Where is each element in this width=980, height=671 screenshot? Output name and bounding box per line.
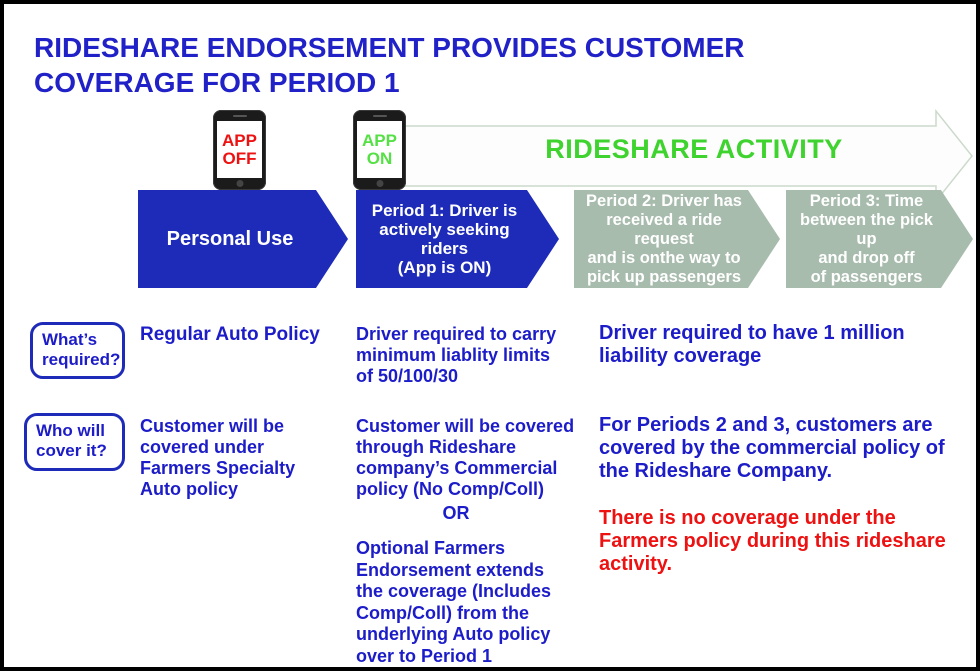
- stage-personal-use: Personal Use: [138, 190, 348, 288]
- stage-label: Period 1: Driver is actively seeking rid…: [371, 201, 518, 277]
- stage-label: Personal Use: [166, 227, 294, 250]
- stage-period-1: Period 1: Driver is actively seeking rid…: [356, 190, 559, 288]
- phone-speaker-icon: [372, 115, 387, 117]
- stage-label: Period 2: Driver has received a ride req…: [586, 191, 742, 286]
- stage-period-3: Period 3: Time between the pick up and d…: [786, 190, 973, 288]
- phone-home-button-icon: [376, 180, 383, 187]
- rideshare-activity-label: RIDESHARE ACTIVITY: [545, 134, 843, 164]
- or-separator: OR: [442, 503, 470, 523]
- cover-period-1-option-b-text: Optional Farmers Endorsement extends the…: [356, 538, 552, 666]
- phone-speaker-icon: [232, 115, 247, 117]
- required-period-1-text: Driver required to carry minimum liablit…: [356, 324, 557, 386]
- cover-periods-2-3-text: For Periods 2 and 3, customers are cover…: [599, 414, 945, 482]
- rideshare-activity-arrow: [361, 108, 973, 204]
- page-title: RIDESHARE ENDORSEMENT PROVIDES CUSTOMER …: [34, 32, 745, 98]
- required-periods-2-3-text: Driver required to have 1 million liabil…: [599, 322, 905, 367]
- row-label-text: What’s required?: [42, 330, 121, 369]
- row-label-text: Who will cover it?: [36, 421, 107, 460]
- stage-period-2: Period 2: Driver has received a ride req…: [574, 190, 780, 288]
- app-on-label: APP ON: [362, 130, 397, 168]
- phone-home-button-icon: [236, 180, 243, 187]
- required-personal-use-text: Regular Auto Policy: [140, 324, 320, 345]
- phone-app-off-icon: APP OFF: [213, 110, 266, 190]
- phone-app-on-icon: APP ON: [353, 110, 406, 190]
- row-label-who-will-cover: Who will cover it?: [24, 413, 125, 471]
- cover-periods-2-3-warning-text: There is no coverage under the Farmers p…: [599, 507, 946, 575]
- cover-period-1-option-a-text: Customer will be covered through Ridesha…: [356, 416, 575, 499]
- app-off-label: APP OFF: [222, 130, 257, 168]
- stage-label: Period 3: Time between the pick up and d…: [800, 191, 933, 286]
- cover-personal-use-text: Customer will be covered under Farmers S…: [140, 416, 296, 499]
- row-label-whats-required: What’s required?: [30, 322, 125, 379]
